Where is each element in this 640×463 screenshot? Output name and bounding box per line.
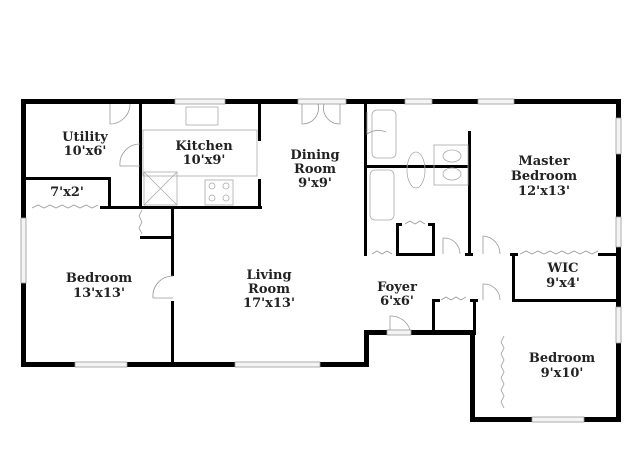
stove-icon (204, 179, 234, 206)
doors (31, 103, 599, 409)
bedroom-left-name: Bedroom (66, 271, 133, 286)
wic-size: 9'x4' (546, 276, 580, 291)
living-name-1: Living (246, 268, 291, 283)
bathtub-2 (369, 169, 395, 221)
bedroom-right-size: 9'x10' (541, 366, 584, 381)
foyer-size: 6'x6' (380, 294, 414, 309)
dining-name-2: Room (294, 162, 336, 177)
room-labels: Utility 10'x6' Kitchen 10'x9' Dining Roo… (50, 130, 595, 381)
kitchen-counter (142, 129, 258, 177)
closet-size: 7'x2' (50, 185, 84, 200)
bathtub (371, 109, 397, 159)
utility-size: 10'x6' (64, 144, 107, 159)
toilet (406, 151, 426, 189)
living-size: 17'x13' (243, 296, 295, 311)
fixtures (142, 106, 469, 221)
utility-name: Utility (62, 130, 108, 145)
vanity (433, 144, 469, 186)
foyer-name: Foyer (377, 280, 417, 295)
wic-name: WIC (546, 261, 578, 276)
kitchen-size: 10'x9' (183, 153, 226, 168)
master-size: 12'x13' (518, 184, 570, 199)
dining-size: 9'x9' (298, 176, 332, 191)
refrigerator (143, 171, 178, 206)
master-name-1: Master (518, 154, 569, 169)
kitchen-name: Kitchen (175, 139, 233, 154)
living-name-2: Room (248, 282, 290, 297)
windows (20, 98, 622, 423)
bedroom-right-name: Bedroom (529, 351, 596, 366)
master-name-2: Bedroom (511, 169, 578, 184)
bedroom-left-size: 13'x13' (73, 286, 125, 301)
dining-name-1: Dining (290, 148, 339, 163)
kitchen-sink (185, 106, 219, 126)
